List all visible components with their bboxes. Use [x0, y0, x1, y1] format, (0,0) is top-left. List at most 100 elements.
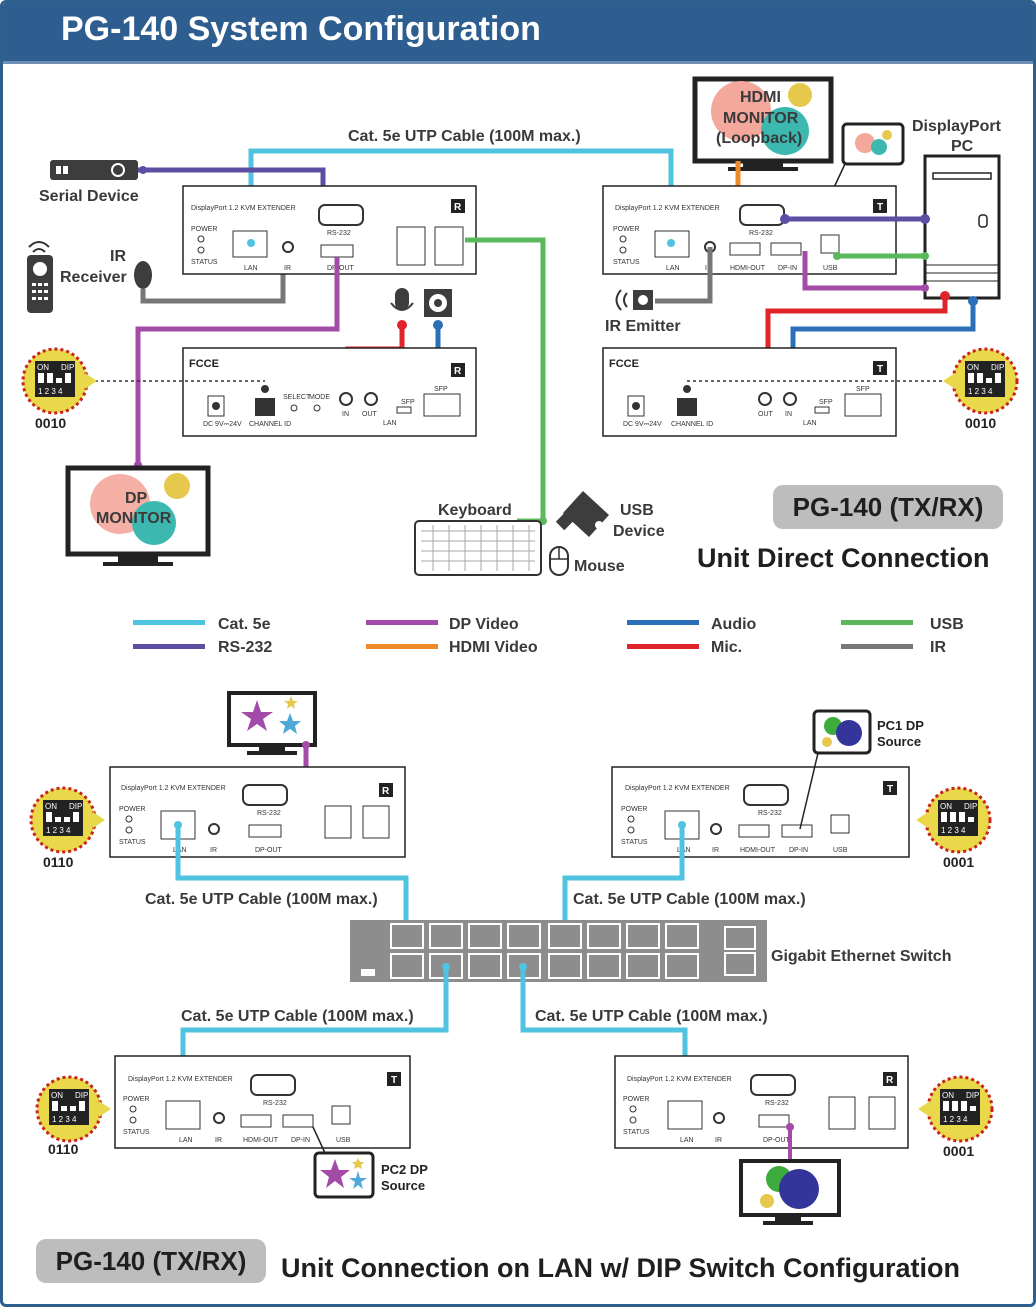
remote-icon — [27, 241, 53, 313]
svg-text:IR: IR — [210, 847, 217, 854]
ethernet-switch — [350, 920, 767, 982]
svg-text:ON: ON — [942, 1091, 954, 1100]
svg-text:USB: USB — [336, 1137, 351, 1144]
serial-device-label: Serial Device — [39, 188, 139, 205]
cable-label-lan-tr: Cat. 5e UTP Cable (100M max.) — [573, 891, 806, 908]
tx-unit-front-1: DisplayPort 1.2 KVM EXTENDER POWER STATU… — [602, 185, 897, 275]
displayport-pc-label-2: PC — [951, 138, 974, 155]
svg-text:DIP: DIP — [61, 363, 74, 372]
svg-text:RS-232: RS-232 — [765, 1100, 789, 1107]
svg-text:POWER: POWER — [623, 1096, 649, 1103]
serial-device — [50, 160, 138, 180]
hdmi-monitor-label-1: HDMI — [740, 89, 781, 106]
svg-text:STATUS: STATUS — [191, 259, 218, 266]
pc-tower-icon — [923, 154, 1001, 300]
model-pill-direct: PG-140 (TX/RX) — [773, 485, 1003, 529]
svg-text:ON: ON — [51, 1091, 63, 1100]
svg-text:FCCE: FCCE — [609, 358, 639, 370]
svg-text:IN: IN — [785, 411, 792, 418]
svg-text:1 2 3 4: 1 2 3 4 — [968, 387, 993, 396]
svg-text:USB: USB — [823, 265, 838, 272]
svg-text:DP-IN: DP-IN — [789, 847, 808, 854]
rx-unit-back-1: FCCE R DC 9V⎓24V CHANNEL ID SELECT MODE … — [182, 347, 477, 437]
svg-text:T: T — [877, 202, 883, 213]
svg-text:STATUS: STATUS — [123, 1129, 150, 1136]
svg-text:IR: IR — [712, 847, 719, 854]
svg-text:RS-232: RS-232 — [749, 230, 773, 237]
svg-text:LAN: LAN — [666, 265, 680, 272]
svg-text:DIP: DIP — [69, 802, 82, 811]
rx-unit-lan-top-left: DisplayPort 1.2 KVM EXTENDER POWER STATU… — [109, 766, 406, 858]
hdmi-monitor-label-3: (Loopback) — [716, 130, 802, 147]
svg-text:T: T — [887, 784, 893, 795]
svg-text:1 2 3 4: 1 2 3 4 — [941, 826, 966, 835]
svg-text:R: R — [382, 786, 390, 797]
svg-text:1 2 3 4: 1 2 3 4 — [38, 387, 63, 396]
svg-text:1 2 3 4: 1 2 3 4 — [943, 1115, 968, 1124]
usb-device-label-1: USB — [620, 502, 654, 519]
pc1-source-screen — [812, 709, 872, 755]
dip-code-lan-tl: 0110 — [43, 854, 74, 870]
dip-switch-badge-left: ON DIP 1 2 3 4 — [21, 347, 97, 415]
svg-text:SFP: SFP — [434, 386, 448, 393]
keyboard-label: Keyboard — [438, 502, 512, 519]
ir-receiver-label-1: IR — [110, 248, 126, 265]
rx-unit-lan-bottom-right: DisplayPort 1.2 KVM EXTENDER POWER STATU… — [614, 1055, 909, 1149]
svg-text:1 2 3 4: 1 2 3 4 — [52, 1115, 77, 1124]
dip-switch-badge-lan-br: ON DIP 1 2 3 4 — [918, 1075, 994, 1143]
tx-unit-back-1: FCCE T DC 9V⎓24V CHANNEL ID OUT IN SFP S… — [602, 347, 897, 437]
hdmi-monitor-label-2: MONITOR — [723, 110, 799, 127]
svg-text:DisplayPort 1.2 KVM EXTENDER: DisplayPort 1.2 KVM EXTENDER — [191, 205, 296, 212]
page-title: PG-140 System Configuration — [61, 10, 541, 48]
dip-switch-badge-right: ON DIP 1 2 3 4 — [943, 347, 1019, 415]
pc2-label-1: PC2 DP — [381, 1162, 428, 1177]
dip-switch-badge-lan-tl: ON DIP 1 2 3 4 — [29, 786, 105, 854]
ir-emitter-label: IR Emitter — [605, 318, 681, 335]
svg-text:DP-OUT: DP-OUT — [327, 265, 355, 272]
svg-text:SELECT: SELECT — [283, 394, 311, 401]
svg-text:POWER: POWER — [613, 226, 639, 233]
monitor-bottom-right — [739, 1159, 841, 1225]
svg-text:POWER: POWER — [191, 226, 217, 233]
svg-text:IR: IR — [215, 1137, 222, 1144]
svg-text:DP-IN: DP-IN — [291, 1137, 310, 1144]
legend-label-audio: Audio — [711, 616, 757, 633]
legend-label-usb: USB — [930, 616, 964, 633]
svg-text:DIP: DIP — [964, 802, 977, 811]
svg-text:LAN: LAN — [244, 265, 258, 272]
svg-text:T: T — [391, 1075, 397, 1086]
cable-label-lan-br: Cat. 5e UTP Cable (100M max.) — [535, 1008, 768, 1025]
svg-text:SFP: SFP — [401, 399, 415, 406]
dip-switch-badge-lan-bl: ON DIP 1 2 3 4 — [35, 1075, 111, 1143]
svg-text:IN: IN — [342, 411, 349, 418]
svg-text:DisplayPort 1.2 KVM EXTENDER: DisplayPort 1.2 KVM EXTENDER — [128, 1076, 233, 1083]
dip-switch-badge-lan-tr: ON DIP 1 2 3 4 — [916, 786, 992, 854]
svg-text:DP-OUT: DP-OUT — [255, 847, 283, 854]
svg-text:STATUS: STATUS — [119, 839, 146, 846]
svg-text:DisplayPort 1.2 KVM EXTENDER: DisplayPort 1.2 KVM EXTENDER — [625, 785, 730, 792]
legend-label-mic: Mic. — [711, 639, 742, 656]
ir-cable-right — [655, 247, 713, 304]
cable-label-lan-tl: Cat. 5e UTP Cable (100M max.) — [145, 891, 378, 908]
dip-code-left: 0010 — [35, 415, 66, 431]
svg-text:DisplayPort 1.2 KVM EXTENDER: DisplayPort 1.2 KVM EXTENDER — [615, 205, 720, 212]
system-diagram: Cat. 5e UTP Cable (100M max.) Serial Dev… — [21, 76, 1019, 1225]
pc2-source-screen — [313, 1151, 375, 1199]
svg-text:SFP: SFP — [856, 386, 870, 393]
pc1-label-2: Source — [877, 734, 921, 749]
monitor-stars-top — [227, 691, 317, 755]
dip-code-lan-tr: 0001 — [943, 854, 974, 870]
svg-text:POWER: POWER — [621, 806, 647, 813]
hdmi-monitor — [692, 76, 834, 171]
svg-text:USB: USB — [833, 847, 848, 854]
svg-text:IR: IR — [715, 1137, 722, 1144]
keyboard-icon — [414, 520, 542, 576]
dp-video-cable-left — [135, 257, 340, 465]
svg-text:DIP: DIP — [75, 1091, 88, 1100]
svg-text:HDMI-OUT: HDMI-OUT — [730, 265, 766, 272]
legend: Cat. 5e RS-232 DP Video HDMI Video Audio… — [133, 616, 964, 656]
svg-text:DIP: DIP — [966, 1091, 979, 1100]
dip-code-right: 0010 — [965, 415, 996, 431]
cable-label-lan-bl: Cat. 5e UTP Cable (100M max.) — [181, 1008, 414, 1025]
